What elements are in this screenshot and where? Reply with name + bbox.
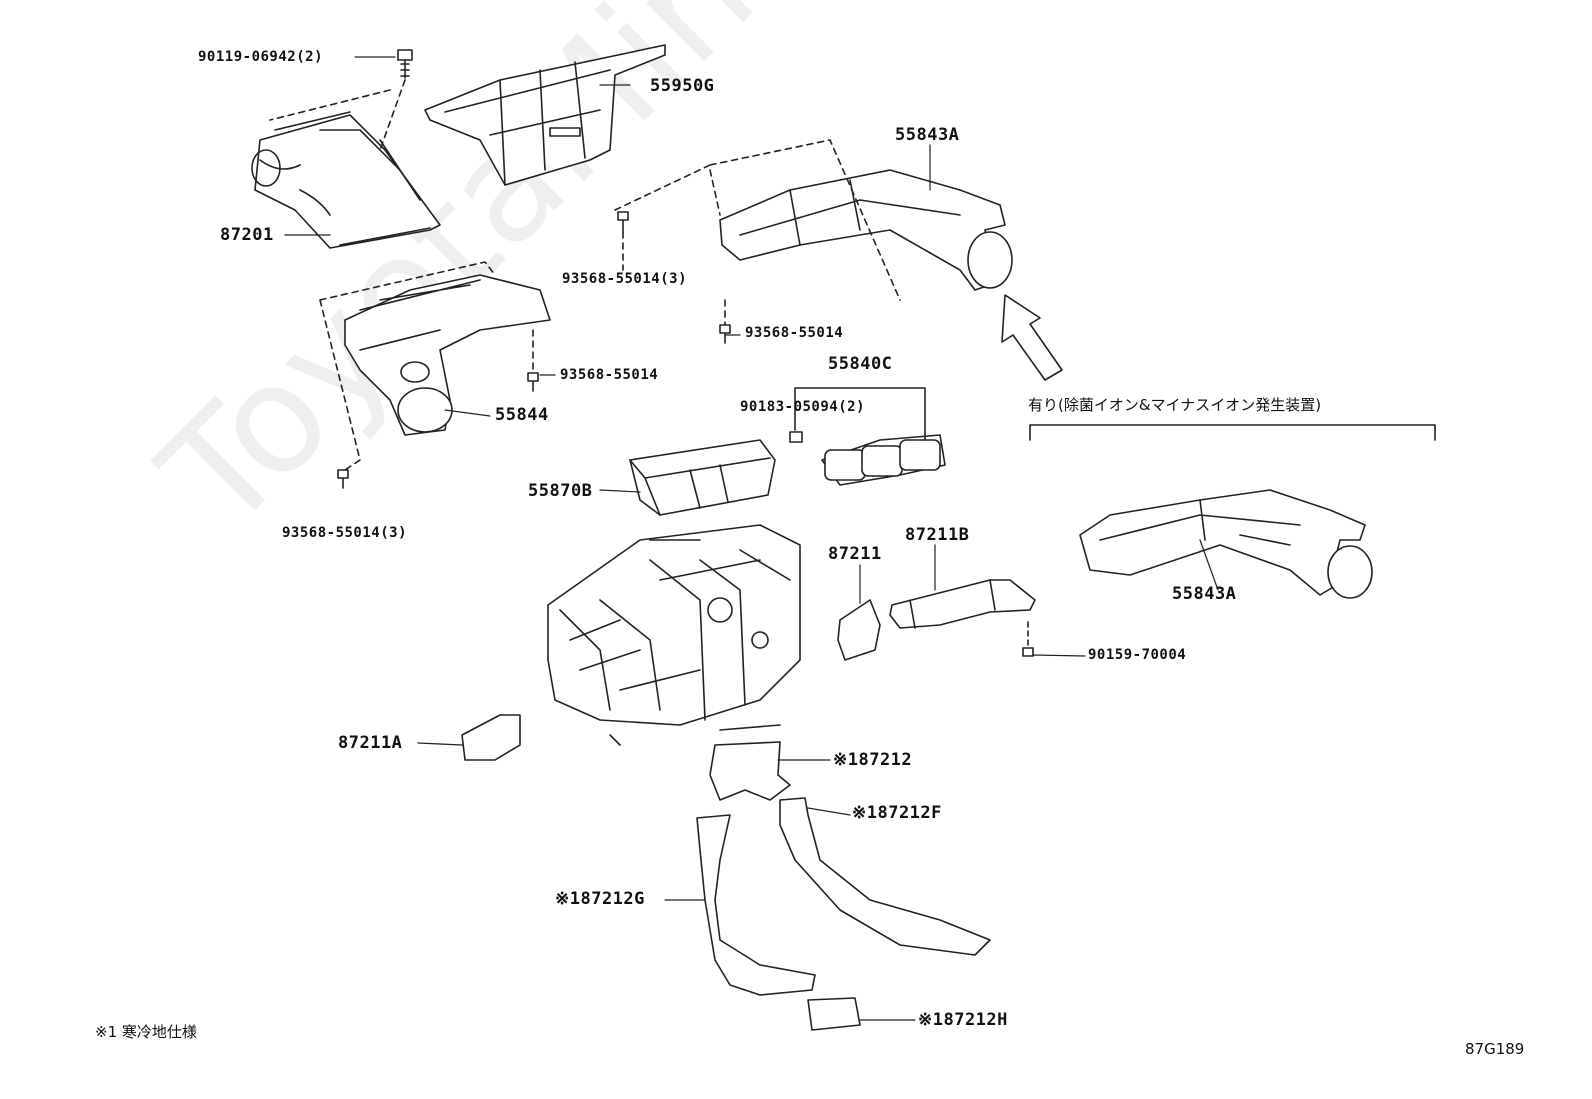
callout-87212h: ※187212H <box>918 1010 1008 1030</box>
callout-87212g: ※187212G <box>555 889 645 909</box>
lower-ducts-shape <box>696 741 991 1031</box>
footnote: ※1 寒冷地仕様 <box>95 1023 197 1041</box>
callout-55840c: 55840C <box>828 354 893 374</box>
callout-93568-55014-3a: 93568-55014(3) <box>562 271 688 287</box>
callout-87201: 87201 <box>220 225 274 245</box>
part-87211-shape <box>837 599 881 661</box>
callout-87212f: ※187212F <box>852 803 942 823</box>
part-55840c-shape <box>789 387 946 486</box>
callout-90159-70004: 90159-70004 <box>1088 647 1187 663</box>
callout-87211a: 87211A <box>338 733 403 753</box>
direction-arrow <box>1001 294 1063 381</box>
option-note: 有り(除菌イオン&マイナスイオン発生装置) <box>1028 396 1322 414</box>
callout-55844: 55844 <box>495 405 549 425</box>
callout-55950g: 55950G <box>650 76 715 96</box>
leader-lines <box>284 56 1219 1021</box>
screw-90119-shape <box>269 49 413 151</box>
callout-90119-06942: 90119-06942(2) <box>198 49 324 65</box>
part-87201-shape <box>251 111 441 249</box>
callout-93568-55014-a: 93568-55014 <box>745 325 844 341</box>
callout-87211b: 87211B <box>905 525 970 545</box>
part-55844-shape <box>319 261 551 471</box>
callout-93568-55014-3b: 93568-55014(3) <box>282 525 408 541</box>
part-55843a-top-shape <box>614 139 1013 301</box>
callout-93568-55014-b: 93568-55014 <box>560 367 659 383</box>
part-55843a-right-shape <box>1029 424 1436 599</box>
part-87211b-shape <box>889 544 1036 657</box>
diagram-reference: 87G189 <box>1465 1040 1525 1058</box>
callout-55870b: 55870B <box>528 481 593 501</box>
callout-55843a-top: 55843A <box>895 125 960 145</box>
part-87211a-shape <box>461 714 521 761</box>
hvac-unit-shape <box>547 524 801 746</box>
callout-87211: 87211 <box>828 544 882 564</box>
screws-93568-shape <box>337 211 731 489</box>
callout-55843a-right: 55843A <box>1172 584 1237 604</box>
callout-90183-05094: 90183-05094(2) <box>740 399 866 415</box>
part-55870b-shape <box>629 439 776 516</box>
callout-87212: ※187212 <box>833 750 913 770</box>
part-55950g-shape <box>424 44 666 186</box>
